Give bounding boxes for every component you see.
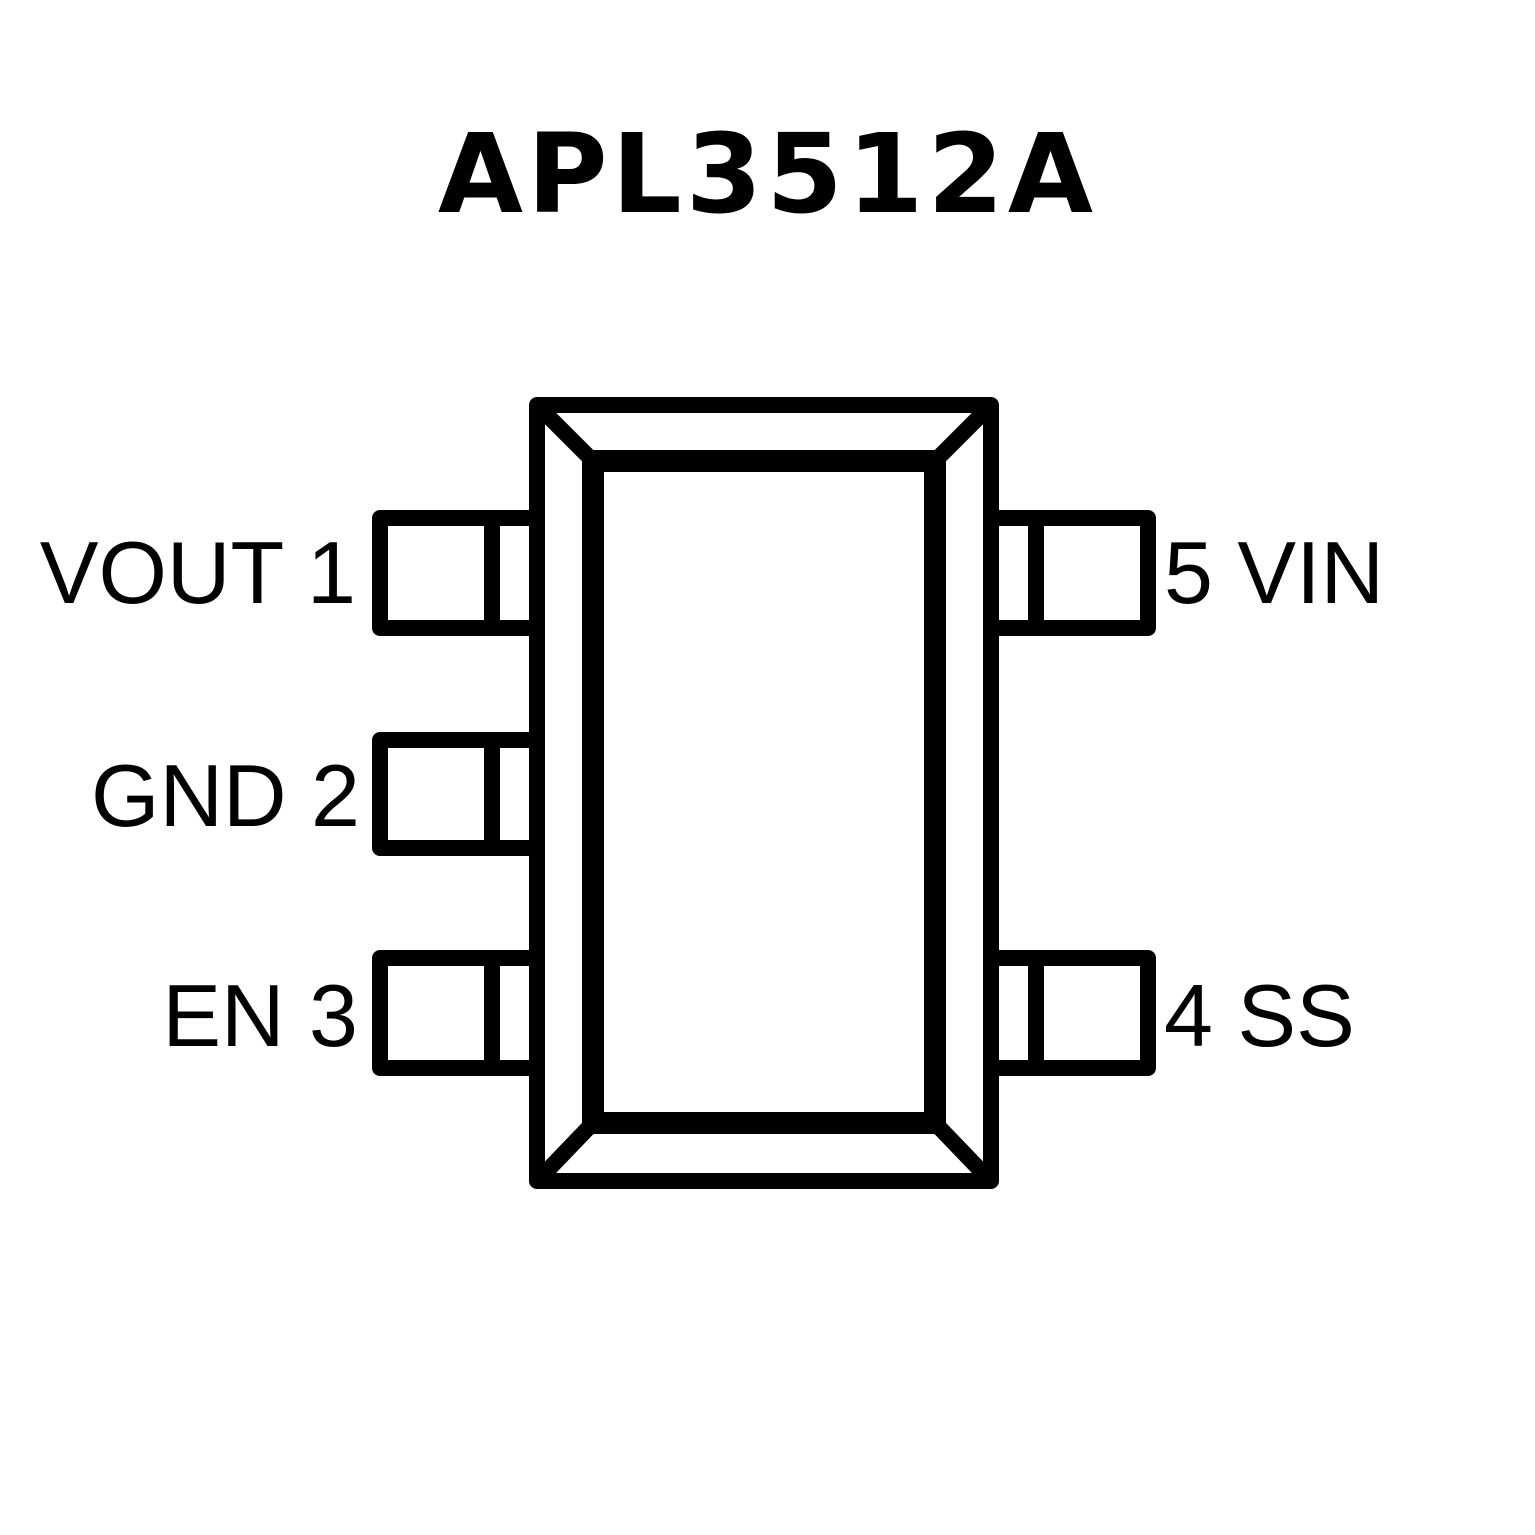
chip-title: APL3512A: [437, 110, 1098, 238]
bevel-line: [927, 405, 991, 469]
pin-label-vout: VOUT 1: [40, 523, 356, 622]
pin-5-vin: [983, 510, 1156, 636]
pin-label-vin: 5 VIN: [1164, 523, 1384, 622]
pin-1-vout: [372, 510, 545, 636]
pin-label-gnd: GND 2: [91, 746, 360, 845]
package-outer-body: [529, 397, 999, 1189]
pin-4-ss: [983, 950, 1156, 1076]
pin-label-en: EN 3: [162, 966, 358, 1065]
pin-3-en: [372, 950, 545, 1076]
bevel-line: [927, 1115, 991, 1181]
pin-2-gnd: [372, 732, 545, 856]
package-inner-die: [582, 450, 946, 1134]
pin-label-ss: 4 SS: [1164, 966, 1355, 1065]
bevel-line: [537, 1115, 601, 1181]
bevel-line: [537, 405, 601, 469]
